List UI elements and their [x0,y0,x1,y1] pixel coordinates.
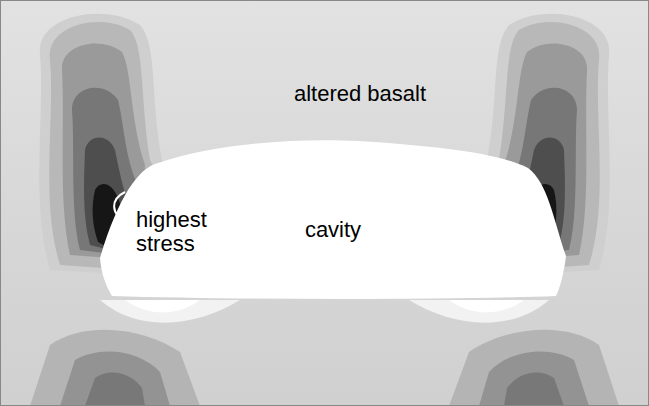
callout-label: highest stress [136,208,207,256]
material-label: altered basalt [294,82,426,106]
